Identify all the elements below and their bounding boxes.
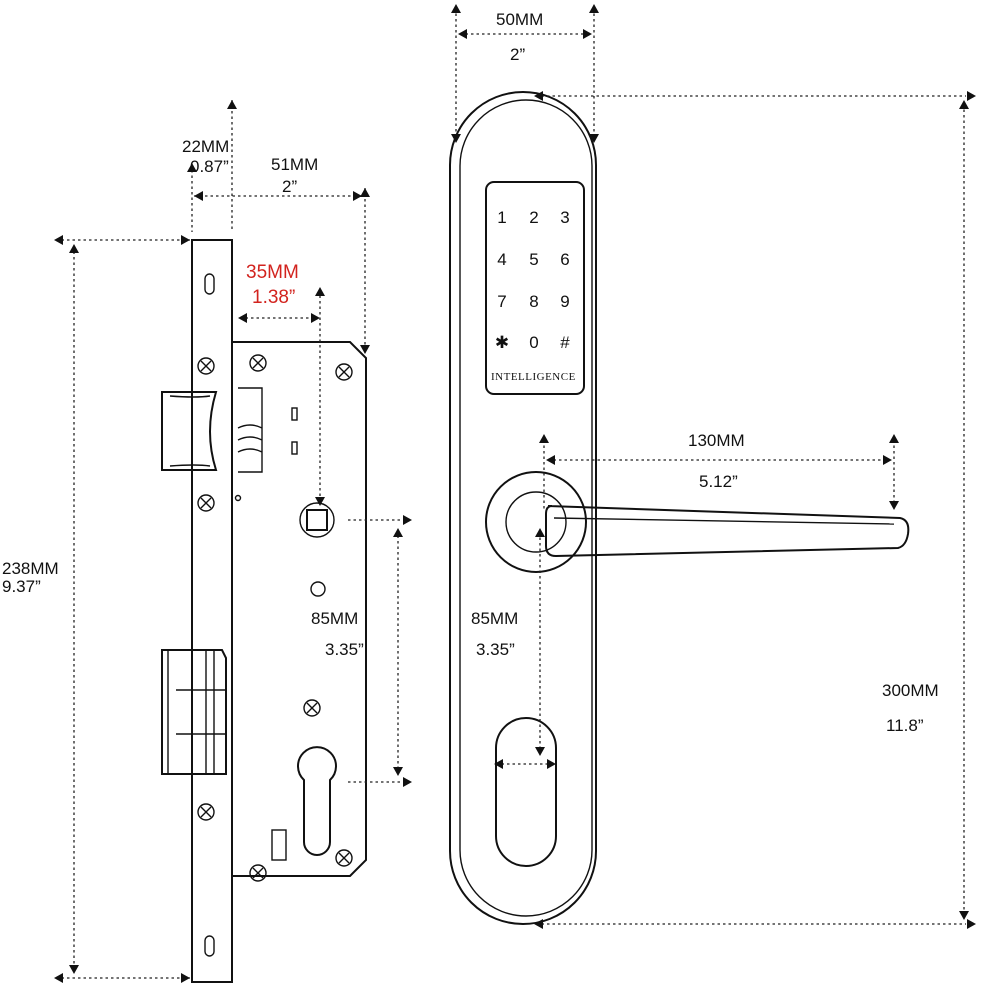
lock-case	[232, 341, 367, 877]
faceplate-width-in-label: 0.87”	[190, 157, 229, 176]
keypad-key-3: 3	[560, 208, 570, 227]
faceplate-screw-3	[197, 803, 215, 821]
handle-spindle-square	[306, 509, 328, 531]
faceplate-hole-bottom	[204, 935, 215, 957]
handle-spindle-hub	[299, 502, 335, 538]
cylinder-window	[495, 717, 557, 867]
keypad-key-hash: #	[560, 333, 570, 352]
latch-bolt	[161, 391, 218, 471]
mortise-height-in-label: 9.37”	[2, 577, 41, 596]
brand-label: INTELLIGENCE	[491, 371, 576, 383]
case-screw-1	[249, 354, 267, 372]
keypad-key-5: 5	[529, 250, 539, 269]
keypad-panel	[485, 181, 585, 395]
backset-in-label: 1.38”	[252, 287, 296, 308]
case-screw-4	[249, 864, 267, 882]
lever-length-mm-label: 130MM	[688, 431, 745, 450]
rosette-inner	[505, 491, 567, 553]
keypad-key-8: 8	[529, 292, 539, 311]
case-screw-2	[335, 363, 353, 381]
body-depth-in-label: 2”	[282, 177, 298, 196]
slot-a	[291, 407, 298, 421]
mortise-center-in-label: 3.35”	[325, 640, 364, 659]
handle-dimensions	[451, 4, 976, 929]
mortise-height-mm-label: 238MM	[2, 559, 59, 578]
case-screw-3	[303, 699, 321, 717]
latch-spring	[237, 387, 263, 473]
keypad-key-1: 1	[497, 208, 507, 227]
handle-center-mm-label: 85MM	[471, 609, 519, 628]
keypad-key-7: 7	[497, 292, 507, 311]
faceplate-hole-top	[204, 273, 215, 295]
handle-width-in-label: 2”	[510, 45, 526, 64]
handle-assembly	[449, 91, 910, 925]
faceplate-screw-2	[197, 494, 215, 512]
mortise-center-mm-label: 85MM	[311, 609, 359, 628]
handle-center-in-label: 3.35”	[476, 640, 515, 659]
keypad-key-6: 6	[560, 250, 570, 269]
keypad-key-star: ✱	[494, 333, 510, 352]
lever-length-in-label: 5.12”	[699, 472, 738, 491]
case-hole	[310, 581, 326, 597]
keypad-key-0: 0	[529, 333, 539, 352]
lever-handle	[545, 505, 910, 558]
cylinder-cutout	[297, 746, 337, 856]
deadbolt	[161, 649, 227, 775]
body-depth-mm-label: 51MM	[271, 155, 319, 174]
lower-slot	[271, 829, 287, 861]
keypad-key-9: 9	[560, 292, 570, 311]
slot-b	[291, 441, 298, 455]
handle-width-mm-label: 50MM	[496, 10, 544, 29]
case-screw-5	[335, 849, 353, 867]
faceplate-screw-1	[197, 357, 215, 375]
keypad-key-4: 4	[497, 250, 507, 269]
faceplate-width-mm-label: 22MM	[182, 137, 230, 156]
mortise-lock	[161, 239, 367, 983]
keypad-key-2: 2	[529, 208, 539, 227]
faceplate	[191, 239, 233, 983]
backset-mm-label: 35MM	[246, 262, 299, 283]
handle-height-in-label: 11.8”	[886, 716, 924, 735]
rosette-outer	[485, 471, 587, 573]
mortise-dimensions	[54, 100, 412, 983]
handle-height-mm-label: 300MM	[882, 681, 939, 700]
